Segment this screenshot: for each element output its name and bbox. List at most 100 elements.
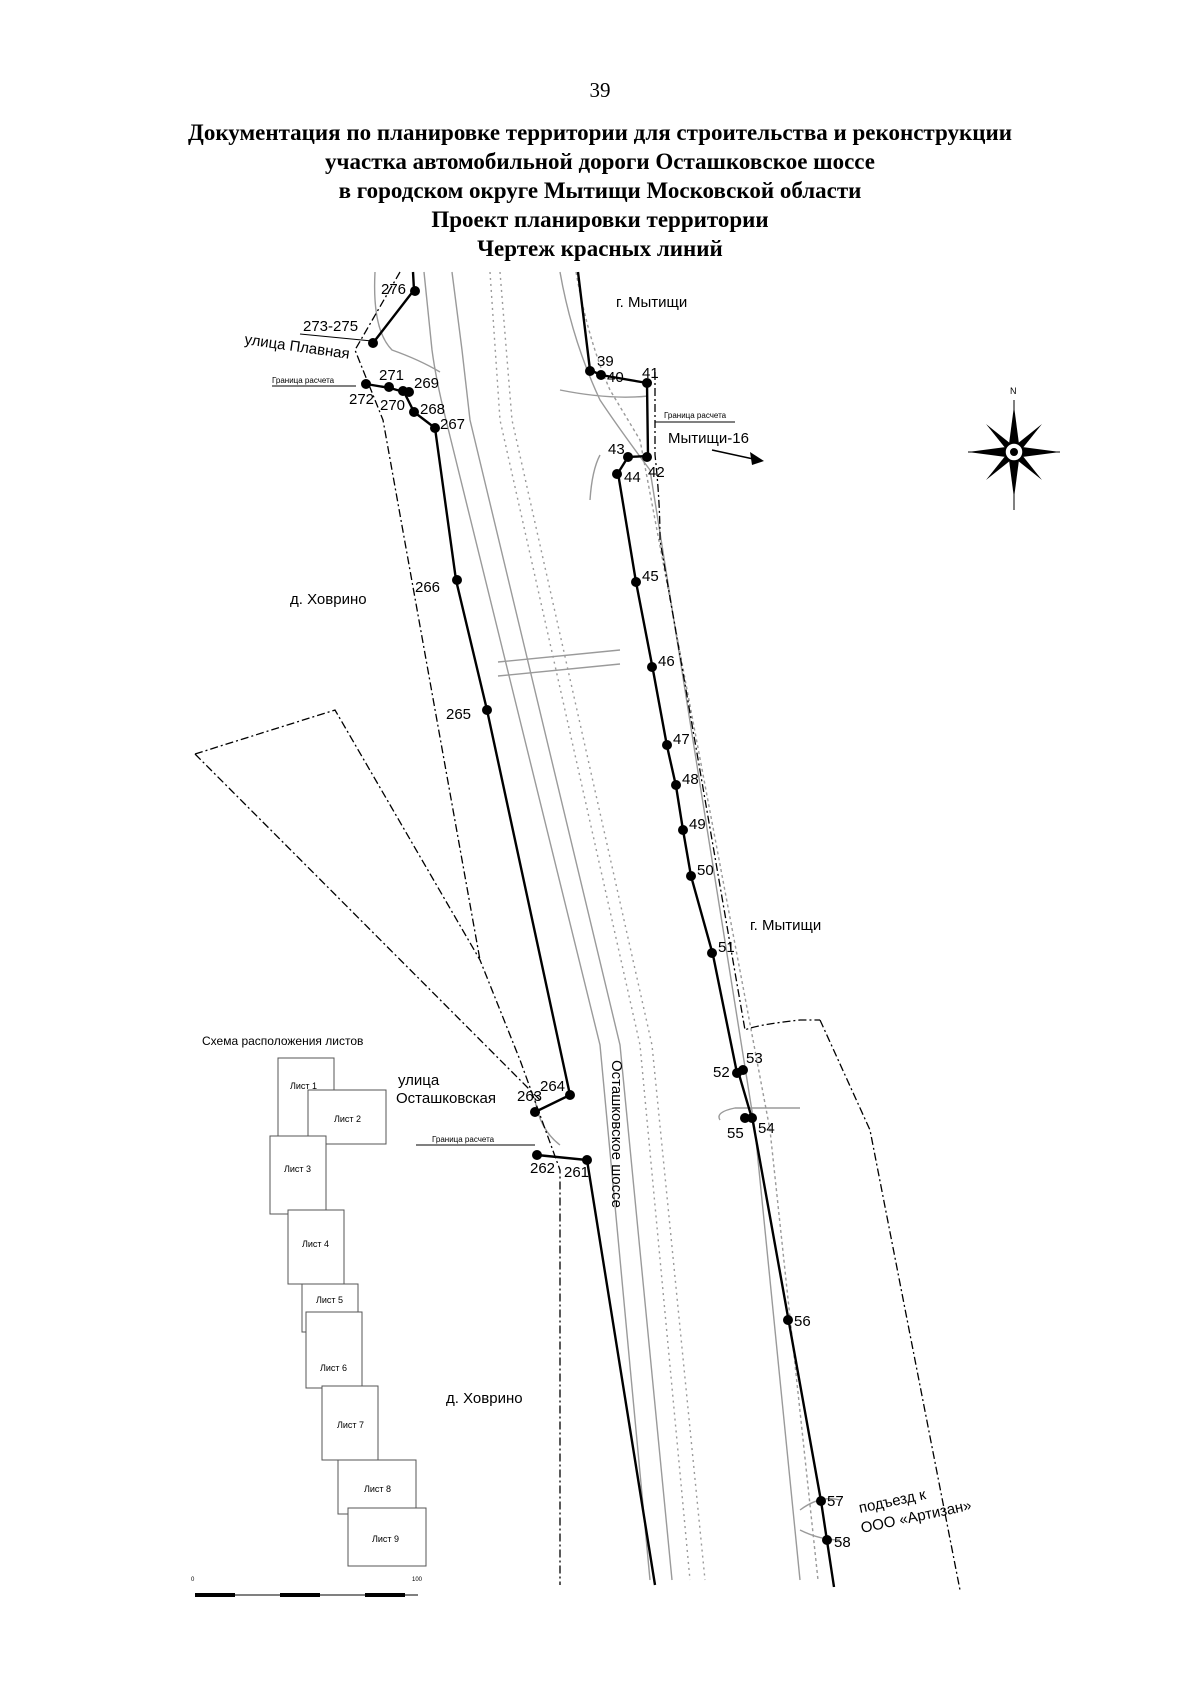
scale-bar: 0 100 <box>191 1577 423 1597</box>
point-label-44: 44 <box>624 469 641 486</box>
point-dot-45 <box>631 577 641 587</box>
document-title: Документация по планировке территории дл… <box>0 118 1200 263</box>
point-label-57: 57 <box>827 1493 844 1510</box>
point-dot-44 <box>612 469 622 479</box>
street-ostashkovskaya-line2: Осташковская <box>396 1090 496 1107</box>
point-label-41: 41 <box>642 365 659 382</box>
point-dot-262 <box>532 1150 542 1160</box>
place-mytishchi-mid: г. Мытищи <box>750 917 821 934</box>
point-label-50: 50 <box>697 862 714 879</box>
junction-top-left <box>373 271 441 373</box>
title-line-1: Документация по планировке территории дл… <box>188 120 1012 145</box>
title-line-2: участка автомобильной дороги Осташковско… <box>325 149 875 174</box>
point-markers <box>361 286 832 1545</box>
junction-top-right <box>559 389 649 398</box>
point-label-266: 266 <box>415 579 440 596</box>
point-label-43: 43 <box>608 441 625 458</box>
point-label-270: 270 <box>380 397 405 414</box>
point-label-45: 45 <box>642 568 659 585</box>
sheet-layout-inset: Схема расположения листов Лист 1 Лист 2 … <box>191 1034 427 1597</box>
place-khovrino-bottom: д. Ховрино <box>446 1390 523 1407</box>
point-dot-269 <box>404 387 414 397</box>
calculation-boundary <box>194 271 961 1591</box>
red-line-right <box>616 472 836 1588</box>
point-dot-53 <box>738 1065 748 1075</box>
callout-calc-boundary-bottom: Граница расчета <box>432 1135 495 1144</box>
junction-bottom-right <box>718 1107 800 1121</box>
sheet-label-7: Лист 7 <box>337 1420 364 1430</box>
point-label-42: 42 <box>648 464 665 481</box>
boundary-left-upper <box>354 271 481 961</box>
sheet-label-1: Лист 1 <box>290 1081 317 1091</box>
road-edges <box>373 271 841 1581</box>
point-dot-263 <box>530 1107 540 1117</box>
median-left <box>489 271 691 1581</box>
callout-calc-boundary-right: Граница расчета <box>664 411 727 420</box>
callout-range-273-275: 273-275 <box>303 318 358 335</box>
point-dot-55 <box>740 1113 750 1123</box>
point-label-55: 55 <box>727 1125 744 1142</box>
point-dot-267 <box>430 423 440 433</box>
point-dot-51 <box>707 948 717 958</box>
point-labels: 276 271 272 270 269 268 267 266 265 264 … <box>349 281 851 1551</box>
point-label-51: 51 <box>718 939 735 956</box>
point-dot-48 <box>671 780 681 790</box>
point-label-261: 261 <box>564 1164 589 1181</box>
point-label-268: 268 <box>420 401 445 418</box>
point-label-49: 49 <box>689 816 706 833</box>
point-dot-276 <box>410 286 420 296</box>
sheet-label-9: Лист 9 <box>372 1534 399 1544</box>
point-dot-265 <box>482 705 492 715</box>
point-label-272: 272 <box>349 391 374 408</box>
road-edge-left-inner <box>451 271 673 1581</box>
point-dot-264 <box>565 1090 575 1100</box>
scale-end: 100 <box>412 1577 423 1583</box>
point-label-267: 267 <box>440 416 465 433</box>
side-road-right <box>589 454 601 501</box>
callout-calc-boundary-left: Граница расчета <box>272 376 335 385</box>
point-dot-58 <box>822 1535 832 1545</box>
point-label-264: 264 <box>540 1078 565 1095</box>
place-khovrino-top: д. Ховрино <box>290 591 367 608</box>
point-dot-42 <box>642 452 652 462</box>
point-label-52: 52 <box>713 1064 730 1081</box>
sheet-2-box <box>307 1089 387 1145</box>
point-label-39: 39 <box>597 353 614 370</box>
point-dot-266 <box>452 575 462 585</box>
point-dot-41 <box>642 378 652 388</box>
point-dot-49 <box>678 825 688 835</box>
point-label-269: 269 <box>414 375 439 392</box>
sheet-label-5: Лист 5 <box>316 1295 343 1305</box>
north-label: N <box>1010 386 1017 396</box>
point-label-271: 271 <box>379 367 404 384</box>
point-label-40: 40 <box>607 369 624 386</box>
sheet-label-6: Лист 6 <box>320 1363 347 1373</box>
point-dot-273-275 <box>368 338 378 348</box>
title-line-5: Чертеж красных линий <box>477 236 723 261</box>
point-dot-272 <box>361 379 371 389</box>
sheet-label-4: Лист 4 <box>302 1239 329 1249</box>
point-label-48: 48 <box>682 771 699 788</box>
point-dot-271 <box>384 382 394 392</box>
point-label-54: 54 <box>758 1120 775 1137</box>
sheet-4-box <box>287 1209 345 1285</box>
point-label-265: 265 <box>446 706 471 723</box>
leader-273-275 <box>299 333 373 342</box>
point-dot-261 <box>582 1155 592 1165</box>
point-label-263: 263 <box>517 1088 542 1105</box>
point-label-46: 46 <box>658 653 675 670</box>
north-arrow-icon: N <box>968 386 1060 510</box>
point-label-276: 276 <box>381 281 406 298</box>
point-dot-56 <box>783 1315 793 1325</box>
street-plavnaya: улица Плавная <box>243 331 350 363</box>
sheet-6-box <box>305 1311 363 1389</box>
point-label-58: 58 <box>834 1534 851 1551</box>
red-line-left <box>433 427 572 1114</box>
street-ostashkovskoe-shosse: Осташковское шоссе <box>608 1060 625 1208</box>
point-label-53: 53 <box>746 1050 763 1067</box>
point-label-47: 47 <box>673 731 690 748</box>
mytishchi16-arrow-icon <box>711 449 764 465</box>
scale-start: 0 <box>191 1577 195 1583</box>
road-edge-left-outer <box>423 271 651 1581</box>
